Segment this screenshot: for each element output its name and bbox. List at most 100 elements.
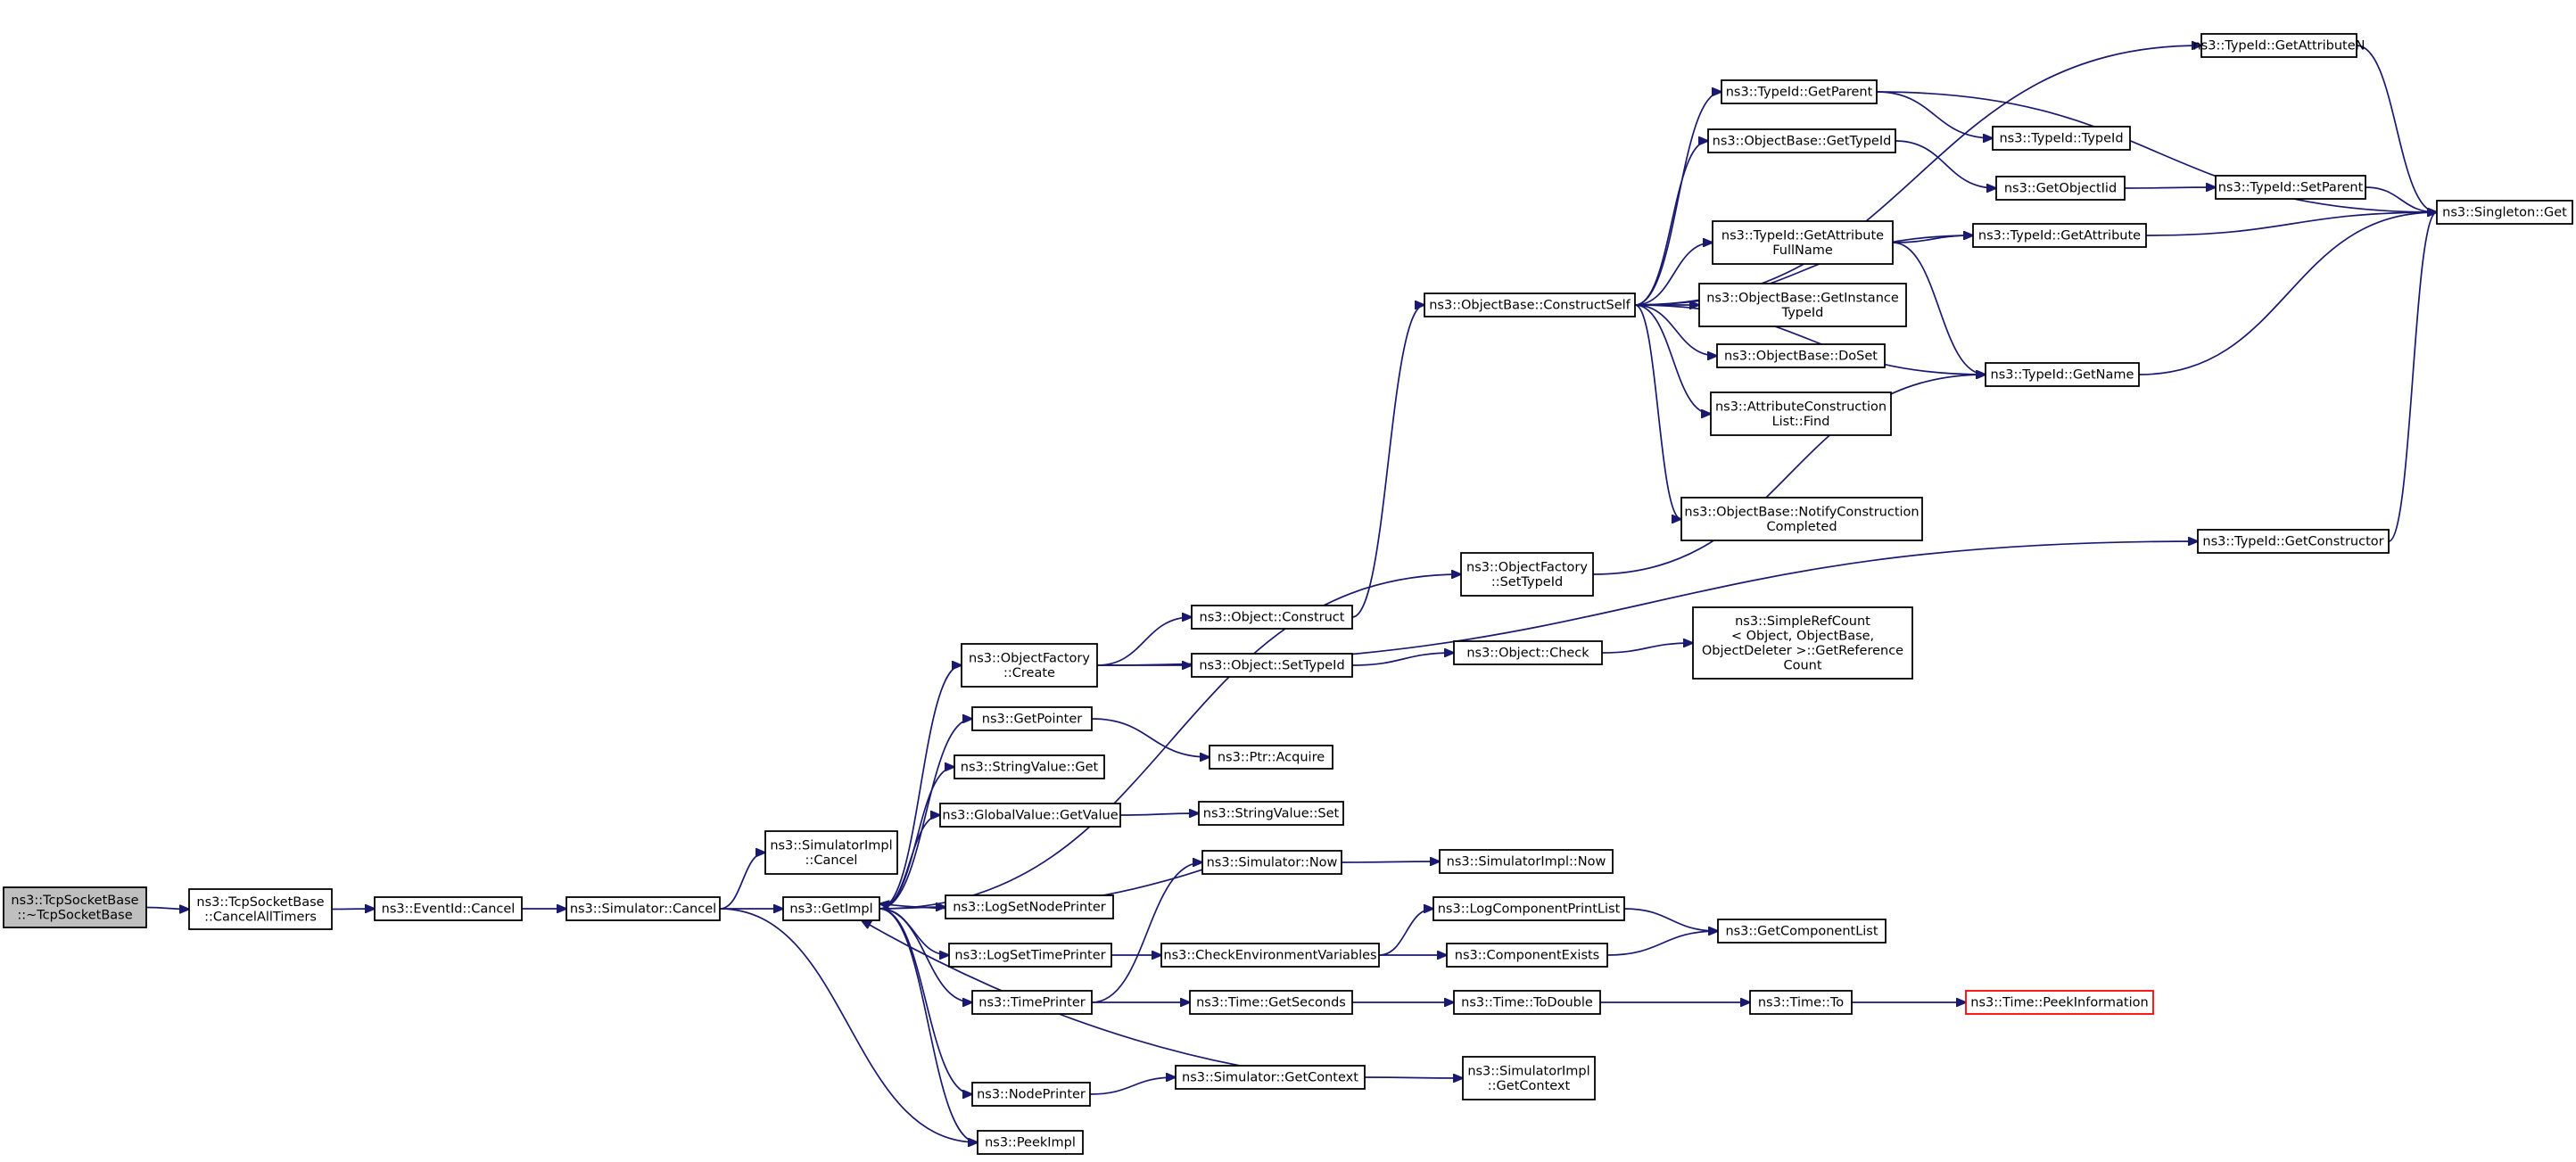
graph-node-ns3-componentexists[interactable]: ns3::ComponentExists: [1446, 943, 1608, 968]
graph-node-ns3-stringvalue-set[interactable]: ns3::StringValue::Set: [1198, 801, 1344, 826]
node-box: [1160, 943, 1380, 968]
graph-node-ns3-simulator-getcontext[interactable]: ns3::Simulator::GetContext: [1175, 1065, 1366, 1090]
node-box: [764, 830, 898, 875]
graph-node-ns3-getpointer[interactable]: ns3::GetPointer: [971, 706, 1093, 731]
node-label-line: ns3::GetPointer: [982, 713, 1083, 727]
node-box: [939, 803, 1121, 828]
graph-node-ns3-objectfactory-create[interactable]: ns3::ObjectFactory::Create: [961, 643, 1098, 688]
call-edge-n31-to-n42: [1876, 91, 1993, 138]
call-edge-n3-to-n6: [719, 908, 978, 1142]
node-box: [1191, 605, 1353, 630]
graph-node-ns3-simulatorimpl-getcontext[interactable]: ns3::SimulatorImpl::GetContext: [1462, 1056, 1596, 1100]
call-edge-n24-to-n41: [1634, 45, 2201, 306]
graph-node-ns3-typeid-getname[interactable]: ns3::TypeId::GetName: [1985, 362, 2140, 387]
graph-node-ns3-singleton-get[interactable]: ns3::Singleton::Get: [2436, 200, 2573, 225]
graph-node-ns3-tcpsocketbase-cancelalltimers[interactable]: ns3::TcpSocketBase::CancelAllTimers: [188, 888, 333, 930]
graph-node-ns3-logcomponentprintlist[interactable]: ns3::LogComponentPrintList: [1432, 896, 1625, 921]
graph-node-ns3-logsettimeprinter[interactable]: ns3::LogSetTimePrinter: [948, 943, 1112, 968]
graph-node-ns3-globalvalue-getvalue[interactable]: ns3::GlobalValue::GetValue: [939, 803, 1121, 828]
graph-node-ns3-nodeprinter[interactable]: ns3::NodePrinter: [971, 1082, 1091, 1107]
node-label-line: ns3::GlobalValue::GetValue: [942, 809, 1118, 823]
graph-node-ns3-typeid-getattribute[interactable]: ns3::TypeId::GetAttribute: [1972, 223, 2147, 248]
node-label-line: ns3::TypeId::GetParent: [1726, 86, 1873, 100]
node-box: [1707, 128, 1896, 153]
graph-node-ns3-typeid-setparent[interactable]: ns3::TypeId::SetParent: [2215, 175, 2366, 200]
graph-node-ns3-simulatorimpl-now[interactable]: ns3::SimulatorImpl::Now: [1439, 849, 1614, 874]
graph-node-ns3-simulator-cancel[interactable]: ns3::Simulator::Cancel: [566, 896, 721, 921]
graph-node-ns3-objectbase-notifyconstruction-completed[interactable]: ns3::ObjectBase::NotifyConstructionCompl…: [1680, 497, 1923, 541]
call-edge-n10-to-n19: [1119, 813, 1199, 815]
node-box: [1189, 990, 1353, 1015]
node-box: [1721, 79, 1878, 104]
call-edge-n33-to-n44: [1892, 235, 1973, 243]
graph-node-ns3-objectbase-constructself[interactable]: ns3::ObjectBase::ConstructSelf: [1424, 293, 1636, 317]
node-label-line: ns3::StringValue::Get: [961, 761, 1099, 775]
graph-node-ns3-objectfactory-settypeid[interactable]: ns3::ObjectFactory::SetTypeId: [1460, 552, 1594, 597]
call-edge-n0-to-n1: [145, 908, 189, 910]
node-label-line: ::Create: [1003, 666, 1055, 680]
node-label-line: ns3::TypeId::GetName: [1991, 368, 2134, 383]
graph-node-ns3-timeprinter[interactable]: ns3::TimePrinter: [971, 990, 1093, 1015]
node-label-line: ns3::ObjectBase::NotifyConstruction: [1684, 505, 1919, 519]
node-label-line: ns3::ObjectFactory: [969, 651, 1090, 665]
node-label-line: ns3::Singleton::Get: [2442, 206, 2567, 220]
graph-node-ns3-typeid-getattributen[interactable]: ns3::TypeId::GetAttributeN: [2192, 33, 2365, 58]
node-label-line: ns3::SimulatorImpl: [770, 838, 892, 853]
graph-node-ns3-getobjectiid[interactable]: ns3::GetObjectIid: [1995, 176, 2126, 201]
graph-node-ns3-checkenvironmentvariables[interactable]: ns3::CheckEnvironmentVariables: [1160, 943, 1380, 968]
graph-node-ns3-logsetnodeprinter[interactable]: ns3::LogSetNodePrinter: [945, 894, 1114, 919]
node-box: [1992, 126, 2131, 151]
node-box: [954, 754, 1105, 779]
graph-node-ns3-typeid-typeid[interactable]: ns3::TypeId::TypeId: [1992, 126, 2131, 151]
graph-node-ns3-time-getseconds[interactable]: ns3::Time::GetSeconds: [1189, 990, 1353, 1015]
node-box: [1462, 1056, 1596, 1100]
node-label-line: Completed: [1766, 520, 1837, 534]
node-box: [1680, 497, 1923, 541]
graph-node-ns3-objectbase-gettypeid[interactable]: ns3::ObjectBase::GetTypeId: [1707, 128, 1896, 153]
graph-node-ns3-typeid-getparent[interactable]: ns3::TypeId::GetParent: [1721, 79, 1878, 104]
graph-node-ns3-objectbase-doset[interactable]: ns3::ObjectBase::DoSet: [1716, 343, 1886, 368]
call-edge-n41-to-n49: [2356, 45, 2437, 212]
graph-node-ns3-ptr-acquire[interactable]: ns3::Ptr::Acquire: [1209, 745, 1333, 770]
call-edge-n48-to-n49: [2365, 186, 2437, 212]
node-label-line: ::GetContext: [1488, 1079, 1571, 1093]
graph-node-ns3-simplerefcount-object-objectbase-objectdeleter-getreference-count[interactable]: ns3::SimpleRefCount< Object, ObjectBase,…: [1692, 606, 1913, 680]
node-label-line: ns3::Time::GetSeconds: [1196, 996, 1346, 1010]
graph-node-ns3-stringvalue-get[interactable]: ns3::StringValue::Get: [954, 754, 1105, 779]
node-label-line: ns3::Simulator::Now: [1207, 856, 1338, 870]
node-box: [1191, 653, 1353, 678]
node-label-line: ns3::LogSetTimePrinter: [954, 949, 1105, 963]
node-label-line: ::Cancel: [805, 853, 858, 868]
graph-node-ns3-time-peekinformation[interactable]: ns3::Time::PeekInformation: [1965, 990, 2154, 1015]
node-box: [1424, 293, 1636, 317]
node-box: [1198, 801, 1344, 826]
graph-node-ns3-getcomponentlist[interactable]: ns3::GetComponentList: [1717, 919, 1887, 944]
graph-node-ns3-time-todouble[interactable]: ns3::Time::ToDouble: [1453, 990, 1601, 1015]
graph-node-ns3-getimpl[interactable]: ns3::GetImpl: [782, 896, 880, 921]
graph-node-ns3-object-settypeid[interactable]: ns3::Object::SetTypeId: [1191, 653, 1353, 678]
call-edge-n24-to-n36: [1634, 304, 1711, 414]
graph-node-ns3-tcpsocketbase-tcpsocketbase[interactable]: ns3::TcpSocketBase::~TcpSocketBase: [3, 886, 147, 928]
call-edge-n31-to-n49: [1876, 91, 2437, 212]
node-label-line: ::CancelAllTimers: [204, 910, 317, 924]
graph-node-ns3-time-to[interactable]: ns3::Time::To: [1749, 990, 1853, 1015]
graph-node-ns3-peekimpl[interactable]: ns3::PeekImpl: [977, 1130, 1084, 1155]
node-label-line: ns3::ObjectBase::ConstructSelf: [1429, 299, 1631, 313]
call-edge-n5-to-n12: [879, 908, 949, 955]
node-box: [1201, 850, 1342, 875]
graph-node-ns3-typeid-getconstructor[interactable]: ns3::TypeId::GetConstructor: [2197, 529, 2390, 554]
graph-node-ns3-simulatorimpl-cancel[interactable]: ns3::SimulatorImpl::Cancel: [764, 830, 898, 875]
node-label-line: ns3::LogSetNodePrinter: [953, 901, 1106, 915]
node-label-line: ns3::ComponentExists: [1455, 949, 1600, 963]
call-edge-n7-to-n16: [1096, 617, 1192, 666]
graph-node-ns3-simulator-now[interactable]: ns3::Simulator::Now: [1201, 850, 1342, 875]
graph-node-ns3-eventid-cancel[interactable]: ns3::EventId::Cancel: [374, 896, 523, 921]
call-edge-n24-to-n45: [1634, 304, 1986, 375]
graph-node-ns3-object-check[interactable]: ns3::Object::Check: [1453, 640, 1603, 665]
node-box: [1716, 343, 1886, 368]
node-label-line: ns3::Ptr::Acquire: [1218, 751, 1325, 765]
graph-node-ns3-object-construct[interactable]: ns3::Object::Construct: [1191, 605, 1353, 630]
